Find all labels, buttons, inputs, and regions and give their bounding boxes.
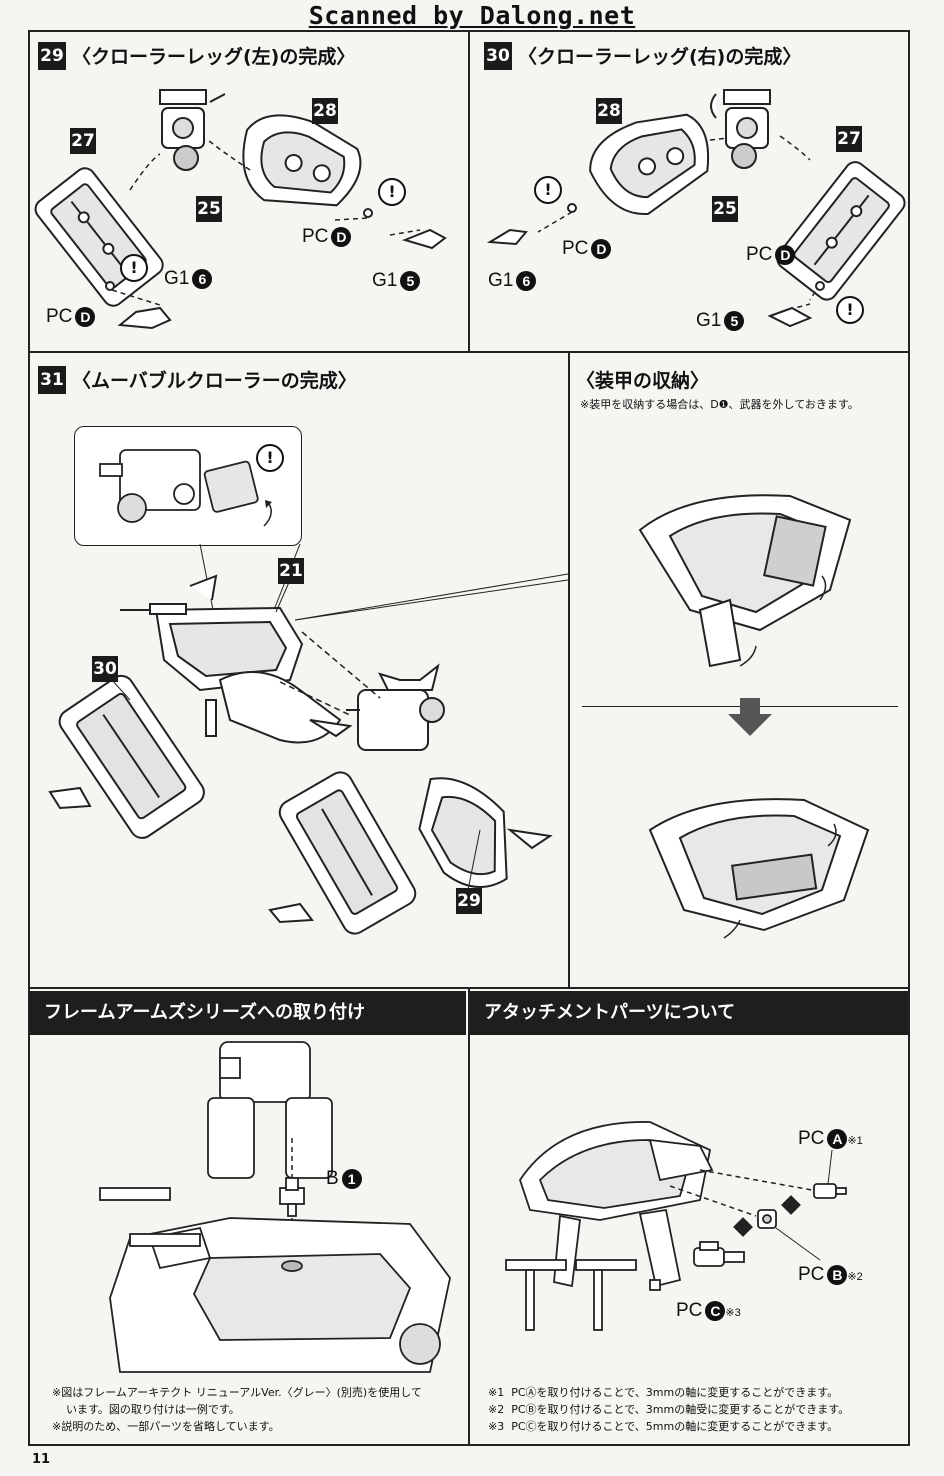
step-31-tag-21: 21 — [278, 558, 304, 584]
step-30-circle-d-lower: D — [775, 244, 796, 265]
frame-arms-note-1a: ※図はフレームアーキテクト リニューアルVer.〈グレー〉(別売)を使用して — [52, 1386, 422, 1399]
frame-arms-note-2: ※説明のため、一部パーツを省略しています。 — [52, 1420, 280, 1433]
divider-mid — [568, 352, 570, 988]
step-29-warning-icon-upper: ! — [378, 178, 406, 206]
frame-arms-part-circle: 1 — [341, 1168, 362, 1189]
step-30-warning-icon-lower: ! — [836, 296, 864, 324]
frame-arms-header: フレームアームズシリーズへの取り付け — [30, 991, 466, 1035]
step-29-circle-d-lower: D — [75, 306, 96, 327]
step-29-tag-25: 25 — [196, 196, 222, 222]
attachment-header: アタッチメントパーツについて — [470, 991, 908, 1035]
divider-row1 — [28, 351, 910, 353]
attachment-note-3: ※3 PCⒸを取り付けることで、5mmの軸に変更することができます。 — [488, 1420, 839, 1433]
step-29-illustration — [34, 89, 447, 330]
step-31-title: 〈ムーバブルクローラーの完成〉 — [72, 370, 357, 392]
step-30-number: 30 — [484, 42, 512, 70]
armor-storage-title: 〈装甲の収納〉 — [576, 370, 710, 392]
attachment-note-1: ※1 PCⒶを取り付けることで、3mmの軸に変更することができます。 — [488, 1386, 839, 1399]
step-31-warning-icon: ! — [256, 444, 284, 472]
step-30-warning-icon-upper: ! — [534, 176, 562, 204]
armor-storage-illustration-open — [638, 494, 852, 668]
step-30-illustration — [486, 89, 906, 328]
scan-watermark: Scanned by Dalong.net — [308, 1, 636, 30]
attachment-circle-a: A — [827, 1128, 848, 1149]
step-29-tag-27: 27 — [70, 128, 96, 154]
armor-storage-note: ※装甲を収納する場合は、D❶、武器を外しておきます。 — [580, 398, 859, 411]
step-31-tag-30: 30 — [92, 656, 118, 682]
step-31-tag-29: 29 — [456, 888, 482, 914]
step-30-circle-d-upper: D — [591, 238, 612, 259]
step-30-tag-27: 27 — [836, 126, 862, 152]
step-29-circle-5: 5 — [400, 270, 421, 291]
step-29-title: 〈クローラーレッグ(左)の完成〉 — [72, 46, 356, 68]
step-31-illustration — [48, 543, 569, 935]
page-number: 11 — [32, 1452, 51, 1467]
step-30-tag-25: 25 — [712, 196, 738, 222]
attachment-illustration — [505, 1121, 847, 1331]
step-29-circle-6: 6 — [192, 268, 213, 289]
frame-arms-notes: ※図はフレームアーキテクト リニューアルVer.〈グレー〉(別売)を使用して い… — [52, 1384, 462, 1435]
step-29-warning-icon-lower: ! — [120, 254, 148, 282]
divider-top — [468, 30, 470, 352]
frame-arms-note-1b: います。図の取り付けは一例です。 — [66, 1403, 240, 1416]
arrow-down-icon — [728, 698, 772, 736]
step-30-title: 〈クローラーレッグ(右)の完成〉 — [518, 46, 802, 68]
attachment-circle-b: B — [827, 1264, 848, 1285]
step-30-circle-5: 5 — [724, 310, 745, 331]
attachment-notes: ※1 PCⒶを取り付けることで、3mmの軸に変更することができます。 ※2 PC… — [488, 1384, 904, 1435]
step-29-number: 29 — [38, 42, 66, 70]
step-29-tag-28: 28 — [312, 98, 338, 124]
step-31-number: 31 — [38, 366, 66, 394]
frame-arms-illustration — [99, 1041, 451, 1373]
step-30-tag-28: 28 — [596, 98, 622, 124]
attachment-circle-c: C — [705, 1300, 726, 1321]
step-30-circle-6: 6 — [516, 270, 537, 291]
step-31-inset-drawing — [99, 449, 272, 527]
step-29-circle-d-upper: D — [331, 226, 352, 247]
divider-bottom — [468, 988, 470, 1446]
armor-storage-illustration-closed — [648, 798, 870, 939]
attachment-note-2: ※2 PCⒷを取り付けることで、3mmの軸受に変更することができます。 — [488, 1403, 850, 1416]
